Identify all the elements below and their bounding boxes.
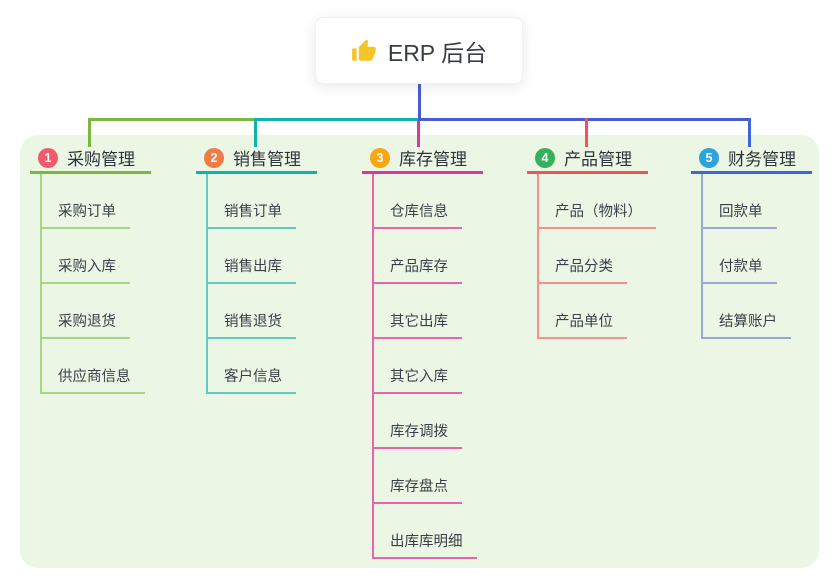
branch-purchase-label: 采购管理 — [67, 150, 135, 169]
branch-finance-label: 财务管理 — [728, 150, 796, 169]
connector-branch1-horizontal — [88, 118, 254, 121]
branch-purchase: 1 采购管理 采购订单 采购入库 采购退货 供应商信息 — [30, 144, 151, 394]
branch-sales-spine — [206, 174, 208, 394]
connector-branch5-drop — [748, 118, 751, 147]
node-outbound-detail[interactable]: 出库库明细 — [372, 504, 477, 559]
branch-finance-children: 回款单 付款单 结算账户 — [701, 174, 791, 339]
root-label: ERP 后台 — [387, 39, 488, 66]
branch-inventory-children: 仓库信息 产品库存 其它出库 其它入库 库存调拨 库存盘点 出库库明细 — [372, 174, 477, 559]
branch-purchase-spine — [40, 174, 42, 394]
connector-root-stem — [418, 84, 421, 118]
node-purchase-return[interactable]: 采购退货 — [40, 284, 130, 339]
node-stock-taking[interactable]: 库存盘点 — [372, 449, 462, 504]
branch-finance-title[interactable]: 5 财务管理 — [691, 144, 812, 174]
branch-sales-children: 销售订单 销售出库 销售退货 客户信息 — [206, 174, 296, 394]
branch-inventory-spine — [372, 174, 374, 559]
branch-finance: 5 财务管理 回款单 付款单 结算账户 — [691, 144, 812, 339]
connector-branch4-drop — [585, 118, 588, 147]
branch-finance-spine — [701, 174, 703, 339]
root-node[interactable]: ERP 后台 — [315, 17, 523, 84]
node-payment-bill[interactable]: 付款单 — [701, 229, 777, 284]
branch-product-spine — [537, 174, 539, 339]
connector-branch2-horizontal — [254, 118, 418, 121]
node-product-category[interactable]: 产品分类 — [537, 229, 627, 284]
connector-branch2-drop — [254, 118, 257, 147]
branch-sales-label: 销售管理 — [233, 150, 301, 169]
node-warehouse-info[interactable]: 仓库信息 — [372, 174, 462, 229]
node-product-unit[interactable]: 产品单位 — [537, 284, 627, 339]
thumbs-up-icon — [351, 38, 377, 64]
connector-branch1-drop — [88, 118, 91, 147]
node-sales-return[interactable]: 销售退货 — [206, 284, 296, 339]
node-other-outbound[interactable]: 其它出库 — [372, 284, 462, 339]
branch-inventory-badge: 3 — [370, 147, 390, 168]
node-product-stock[interactable]: 产品库存 — [372, 229, 462, 284]
node-purchase-inbound[interactable]: 采购入库 — [40, 229, 130, 284]
branch-inventory-label: 库存管理 — [399, 150, 467, 169]
branch-inventory: 3 库存管理 仓库信息 产品库存 其它出库 其它入库 库存调拨 库存盘点 出库库… — [362, 144, 483, 559]
node-sales-outbound[interactable]: 销售出库 — [206, 229, 296, 284]
branch-product: 4 产品管理 产品（物料） 产品分类 产品单位 — [527, 144, 656, 339]
branch-inventory-title[interactable]: 3 库存管理 — [362, 144, 483, 174]
node-other-inbound[interactable]: 其它入库 — [372, 339, 462, 394]
branch-product-title[interactable]: 4 产品管理 — [527, 144, 648, 174]
connector-right-horizontal — [418, 118, 751, 121]
mindmap-panel — [20, 135, 819, 568]
branch-finance-badge: 5 — [699, 147, 719, 168]
node-customer-info[interactable]: 客户信息 — [206, 339, 296, 394]
branch-purchase-badge: 1 — [38, 147, 58, 168]
branch-purchase-title[interactable]: 1 采购管理 — [30, 144, 151, 174]
branch-purchase-children: 采购订单 采购入库 采购退货 供应商信息 — [40, 174, 145, 394]
node-stock-transfer[interactable]: 库存调拨 — [372, 394, 462, 449]
branch-product-label: 产品管理 — [564, 150, 632, 169]
node-sales-order[interactable]: 销售订单 — [206, 174, 296, 229]
thumbs-up-glyph — [351, 38, 376, 61]
node-supplier-info[interactable]: 供应商信息 — [40, 339, 145, 394]
branch-product-children: 产品（物料） 产品分类 产品单位 — [537, 174, 656, 339]
node-receipt-bill[interactable]: 回款单 — [701, 174, 777, 229]
connector-branch3-drop — [417, 121, 420, 147]
branch-product-badge: 4 — [535, 147, 555, 168]
branch-sales-badge: 2 — [204, 147, 224, 168]
node-product-material[interactable]: 产品（物料） — [537, 174, 656, 229]
branch-sales: 2 销售管理 销售订单 销售出库 销售退货 客户信息 — [196, 144, 317, 394]
node-settlement-account[interactable]: 结算账户 — [701, 284, 791, 339]
node-purchase-order[interactable]: 采购订单 — [40, 174, 130, 229]
branch-sales-title[interactable]: 2 销售管理 — [196, 144, 317, 174]
